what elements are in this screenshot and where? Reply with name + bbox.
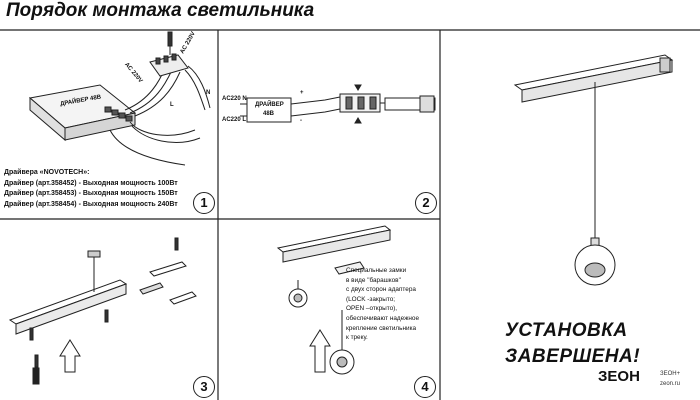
step5-illustration <box>513 54 674 286</box>
locks-description: Специальные замки в виде "барашков" с дв… <box>346 266 442 343</box>
driver-line: Драйвер (арт.358452) - Выходная мощность… <box>4 179 178 187</box>
step1-illustration <box>28 31 211 166</box>
drivers-heading: Драйвера «NOVOTECH»: <box>4 169 90 176</box>
step1-wire-n: N <box>206 90 211 96</box>
locks-line: крепление светильника <box>346 324 417 332</box>
locks-line: (LOCK -закрыто; <box>346 295 396 303</box>
drivers-list: Драйвера «NOVOTECH»: Драйвер (арт.358452… <box>4 168 178 210</box>
step3-number: 3 <box>193 376 215 398</box>
driver-line: Драйвер (арт.358454) - Выходная мощность… <box>4 200 178 208</box>
locks-line: обеспечивают надежное <box>346 314 420 322</box>
step2-ac-l: AC220 L <box>222 117 247 123</box>
step4-number: 4 <box>414 376 436 398</box>
step3-illustration <box>8 237 197 385</box>
step4-illustration <box>276 225 392 375</box>
step1-number: 1 <box>193 192 215 214</box>
done-line-1: УСТАНОВКА <box>505 320 628 341</box>
locks-line: с двух сторон адаптера <box>346 286 416 294</box>
brand-logo: ЗЕОН <box>598 368 640 385</box>
step2-number: 2 <box>415 192 437 214</box>
step2-ac-n: AC220 N <box>222 96 247 102</box>
panel-grid <box>0 29 700 400</box>
locks-line: к треку. <box>346 334 368 342</box>
step2-illustration <box>240 84 436 124</box>
step2-plus: + <box>300 90 304 96</box>
brand-sub-2: zeon.ru <box>660 381 681 387</box>
locks-line: Специальные замки <box>346 267 407 274</box>
installation-complete-text: УСТАНОВКА ЗАВЕРШЕНА! <box>505 318 640 370</box>
step1-wire-l: L <box>170 102 174 108</box>
step2-minus: - <box>300 118 302 124</box>
page-title: Порядок монтажа светильника <box>6 0 315 21</box>
driver-line: Драйвер (арт.358453) - Выходная мощность… <box>4 190 178 197</box>
locks-line: в виде "барашков" <box>346 276 401 284</box>
locks-line: OPEN –открыто), <box>346 305 398 313</box>
step2-driver-label-2: 48В <box>263 111 275 117</box>
done-line-2: ЗАВЕРШЕНА! <box>505 346 641 367</box>
step2-driver-label-1: ДРАЙВЕР <box>255 102 284 108</box>
brand-sub-1: ЗЕОН+ <box>660 371 681 377</box>
